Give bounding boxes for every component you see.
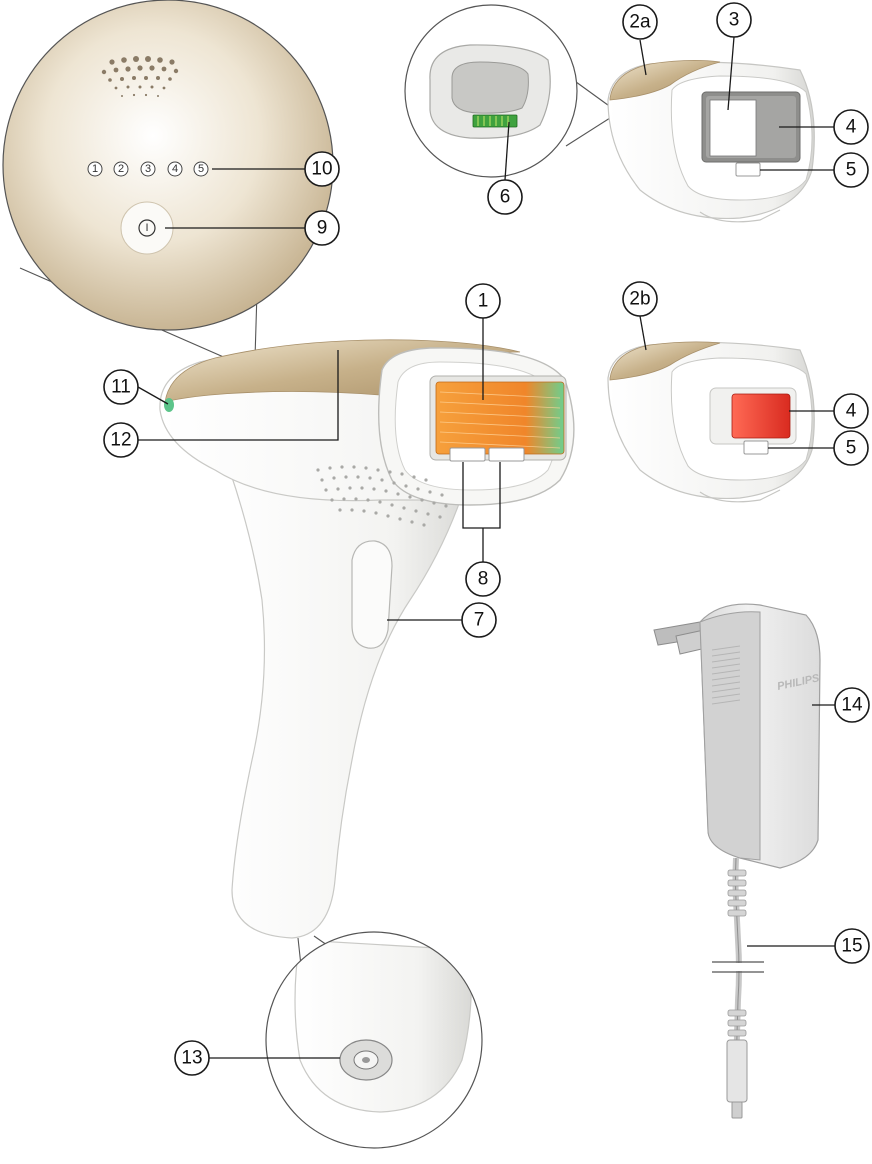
callout-15: 15 <box>835 929 869 963</box>
contact-circuit <box>473 115 517 127</box>
attachment-2b-red-filter <box>732 394 790 438</box>
bottom-socket-zoom <box>260 930 490 1160</box>
callout-11: 11 <box>104 370 138 404</box>
callout-4-top: 4 <box>834 110 868 144</box>
svg-text:4: 4 <box>846 117 857 138</box>
ready-light <box>164 398 174 412</box>
callout-8: 8 <box>466 562 500 596</box>
intensity-level-4: 4 <box>172 163 178 175</box>
svg-text:2a: 2a <box>629 12 651 33</box>
attachment-2a <box>608 60 814 221</box>
flash-button <box>352 541 392 648</box>
callout-9: 9 <box>305 211 339 245</box>
svg-text:11: 11 <box>111 377 131 398</box>
callout-13: 13 <box>175 1041 209 1075</box>
svg-text:12: 12 <box>110 430 131 451</box>
callout-6: 6 <box>488 180 522 214</box>
intensity-level-3: 3 <box>145 163 151 175</box>
svg-text:2b: 2b <box>629 289 650 310</box>
callout-2b: 2b <box>623 282 657 316</box>
callout-5-bottom: 5 <box>834 431 868 465</box>
attachment-2b <box>608 342 814 502</box>
small-plug <box>727 1040 747 1102</box>
callout-1: 1 <box>466 284 500 318</box>
skin-contact-sensor-left <box>450 448 485 461</box>
callout-5-top: 5 <box>834 153 868 187</box>
intensity-level-2: 2 <box>118 163 124 175</box>
main-device <box>160 340 574 938</box>
svg-text:5: 5 <box>846 438 857 459</box>
callout-14: 14 <box>835 688 869 722</box>
svg-text:1: 1 <box>478 291 489 312</box>
callout-12: 12 <box>104 423 138 457</box>
callout-10: 10 <box>305 152 339 186</box>
power-symbol: I <box>145 222 148 234</box>
svg-text:7: 7 <box>474 610 485 631</box>
attachment-2a-light-opening <box>710 100 756 156</box>
svg-text:8: 8 <box>478 569 489 590</box>
svg-text:10: 10 <box>311 159 332 180</box>
intensity-level-5: 5 <box>198 163 204 175</box>
svg-text:13: 13 <box>181 1048 202 1069</box>
callout-4-bottom: 4 <box>834 394 868 428</box>
svg-text:6: 6 <box>500 187 511 208</box>
svg-text:3: 3 <box>729 10 740 31</box>
cord <box>712 858 764 1118</box>
handle <box>215 430 470 938</box>
control-panel-zoom: 1 2 3 4 5 I <box>0 0 340 362</box>
svg-text:4: 4 <box>846 401 857 422</box>
callout-2a: 2a <box>623 5 657 39</box>
svg-text:14: 14 <box>841 695 863 716</box>
connector-zoom <box>400 0 612 180</box>
callout-3: 3 <box>717 3 751 37</box>
svg-text:9: 9 <box>317 218 328 239</box>
svg-text:5: 5 <box>846 160 857 181</box>
intensity-level-1: 1 <box>92 163 98 175</box>
skin-contact-sensor-right <box>489 448 524 461</box>
callout-7: 7 <box>462 603 496 637</box>
attachment-2a-sensor <box>736 163 760 176</box>
attachment-2b-sensor <box>744 441 768 454</box>
adapter: PHILIPS <box>654 604 821 1118</box>
svg-text:15: 15 <box>841 936 862 957</box>
